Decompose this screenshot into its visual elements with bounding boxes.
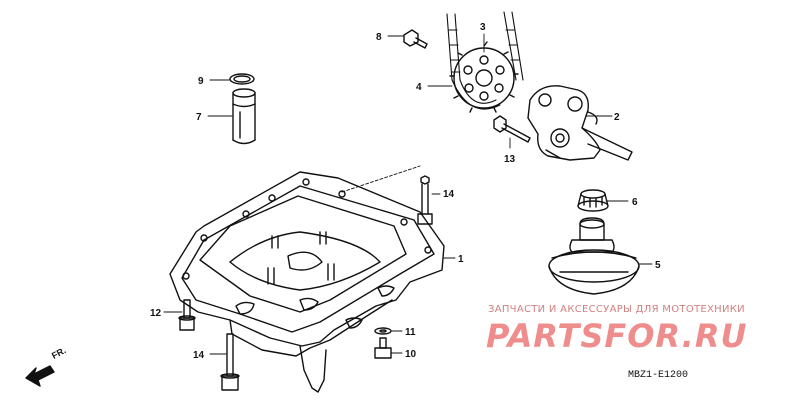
- callout-9: 9: [198, 76, 204, 87]
- callout-6: 6: [632, 197, 638, 208]
- part-5-oil-strainer: [548, 217, 640, 295]
- callout-8: 8: [376, 32, 382, 43]
- part-11-washer: [374, 327, 392, 335]
- callout-12: 12: [150, 308, 162, 319]
- part-4-chain: [446, 11, 524, 110]
- leader-lines: [163, 33, 653, 355]
- callout-13: 13: [504, 154, 516, 165]
- watermark-tagline: ЗАПЧАСТИ И АКСЕССУАРЫ ДЛЯ МОТОТЕХНИКИ: [488, 304, 745, 315]
- part-6-strainer-cap: [577, 189, 609, 212]
- part-1-oil-pan: [169, 171, 445, 393]
- callout-3: 3: [480, 22, 486, 33]
- callout-4: 4: [416, 82, 422, 93]
- callout-11: 11: [405, 327, 416, 338]
- part-12-bolt: [178, 299, 196, 331]
- part-2-oil-pump: [527, 85, 633, 161]
- callout-1: 1: [458, 254, 464, 265]
- callout-14-upper: 14: [443, 189, 455, 200]
- callout-10: 10: [405, 349, 417, 360]
- leader-pan-dash: [341, 165, 421, 193]
- diagram-code: MBZ1-E1200: [628, 370, 689, 381]
- callout-14-lower: 14: [193, 350, 205, 361]
- part-14-bolt-upper: [417, 175, 433, 225]
- part-7-collar: [232, 88, 256, 145]
- part-14-bolt-lower: [220, 333, 240, 391]
- part-13-bolt: [493, 115, 531, 143]
- front-arrow-icon: [25, 365, 55, 387]
- part-8-bolt: [403, 29, 428, 49]
- watermark-brand-logo: PARTSFOR.RU: [486, 317, 748, 355]
- callout-7: 7: [196, 112, 202, 123]
- callout-2: 2: [614, 112, 620, 123]
- callout-numbers: 1 2 3 4 5 6 7 8 9 10 11 12 13 14 14: [150, 22, 661, 361]
- part-9-o-ring: [229, 73, 255, 85]
- callout-5: 5: [655, 260, 661, 271]
- part-10-drain-bolt: [374, 337, 392, 359]
